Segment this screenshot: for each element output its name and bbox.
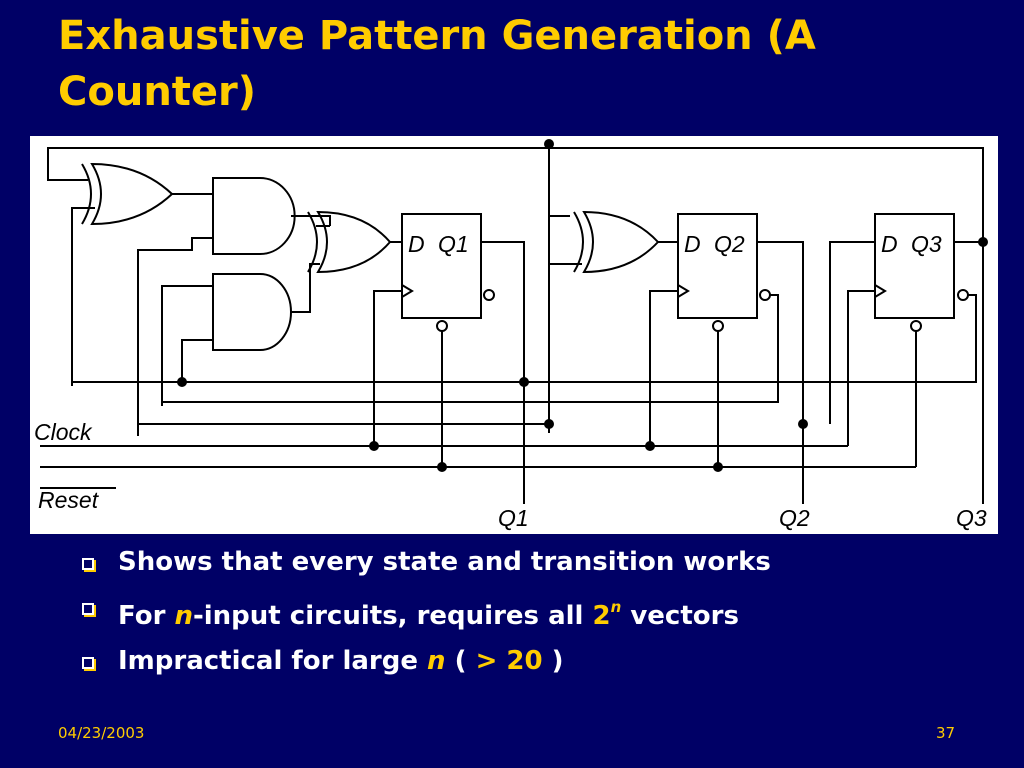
bullet-text-middle: -input circuits, requires all: [192, 601, 593, 631]
clock-label: Clock: [34, 419, 93, 445]
and-gate-1: [212, 177, 296, 255]
flipflop-2: [677, 213, 758, 319]
output-q1-label: Q1: [498, 505, 529, 531]
output-q2-label: Q2: [779, 505, 810, 531]
bullet-text-suffix: vectors: [621, 601, 739, 631]
counter-circuit-diagram: D Q1 D Q2 D Q3 Clock Reset Q1 Q2 Q3: [30, 136, 998, 534]
bullet-square-icon: [82, 657, 94, 669]
bullet-text: Shows that every state and transition wo…: [118, 547, 771, 577]
bullet-text-prefix: Impractical for large: [118, 646, 428, 676]
output-q3-label: Q3: [956, 505, 987, 531]
page-number: 37: [936, 724, 956, 742]
flipflop-1: [401, 213, 482, 319]
reset-label: Reset: [38, 487, 100, 513]
power-exponent: n: [610, 598, 622, 616]
flipflop-3: [874, 213, 955, 319]
xor-gate-2: [307, 210, 392, 274]
flipflop-3-d-label: D: [881, 231, 898, 257]
bullet-list: Shows that every state and transition wo…: [78, 540, 771, 684]
bullet-square-icon: [82, 603, 94, 615]
bullet-text-prefix: For: [118, 601, 175, 631]
flipflop-2-q-label: Q2: [714, 231, 745, 257]
flipflop-2-d-label: D: [684, 231, 701, 257]
flipflop-3-q-label: Q3: [911, 231, 942, 257]
xor-gate-1: [81, 162, 174, 226]
xor-gate-3: [573, 210, 660, 274]
bullet-item: Shows that every state and transition wo…: [78, 540, 771, 585]
slide-title: Exhaustive Pattern Generation (A Counter…: [58, 13, 816, 115]
circuit-svg: D Q1 D Q2 D Q3 Clock Reset Q1 Q2 Q3: [34, 139, 988, 531]
footer-date: 04/23/2003: [58, 724, 145, 742]
threshold-value: > 20: [475, 646, 543, 676]
bullet-square-icon: [82, 558, 94, 570]
variable-n: n: [174, 601, 193, 631]
paren-open: (: [445, 646, 476, 676]
bullet-item: For n-input circuits, requires all 2n ve…: [78, 585, 771, 639]
flipflop-1-d-label: D: [408, 231, 425, 257]
and-gate-2: [212, 273, 292, 351]
variable-n: n: [427, 646, 446, 676]
flipflop-1-q-label: Q1: [438, 231, 469, 257]
wire-q3-feedback: [47, 147, 984, 242]
power-base: 2: [592, 601, 611, 631]
bullet-item: Impractical for large n ( > 20 ): [78, 639, 771, 684]
paren-close: ): [542, 646, 564, 676]
